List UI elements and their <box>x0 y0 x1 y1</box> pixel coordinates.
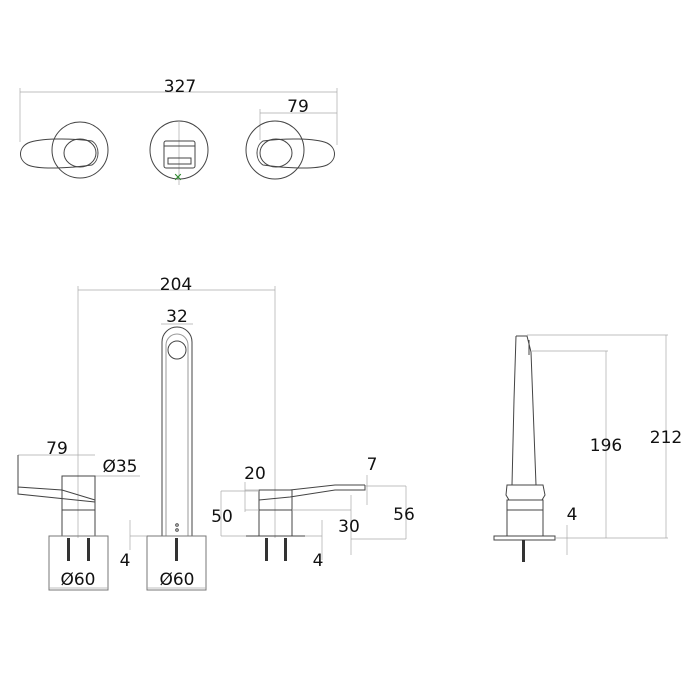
dimension-center-base-diameter: Ø60 <box>159 570 194 590</box>
side-view: 196 212 4 <box>493 334 682 562</box>
spout-top: ✕ <box>149 120 209 185</box>
dimension-left-base-thickness: 4 <box>120 551 131 571</box>
center-marker-icon: ✕ <box>173 171 182 184</box>
dimension-total-height: 212 <box>650 428 682 448</box>
right-handle-top <box>245 120 335 180</box>
left-handle-front: 79 Ø35 Ø60 4 <box>17 439 147 591</box>
dimension-overall-width: 327 <box>164 77 196 97</box>
top-view: 327 79 ✕ <box>19 77 338 185</box>
dimension-total-handle-height: 56 <box>393 505 415 525</box>
dimension-left-base-diameter: Ø60 <box>60 570 95 590</box>
dimension-lever-tip: 7 <box>367 455 378 475</box>
dimension-right-base-thickness: 4 <box>313 551 324 571</box>
dimension-handle-width: 79 <box>287 97 309 117</box>
dimension-outlet-height: 196 <box>590 436 622 456</box>
dimension-handle-height: 50 <box>211 507 233 527</box>
dimension-handle-length: 79 <box>46 439 68 459</box>
spout-front: Ø60 <box>146 326 207 591</box>
dimension-plate-thickness: 4 <box>567 505 578 525</box>
dimension-handle-diameter: Ø35 <box>102 457 137 477</box>
right-handle-front: 20 50 7 30 56 4 <box>211 455 415 571</box>
left-handle-top <box>20 121 109 179</box>
dimension-spout-width: 32 <box>166 307 188 327</box>
front-view: 204 32 Ø60 79 Ø35 Ø60 <box>17 275 415 591</box>
dimension-spout-spacing: 204 <box>160 275 192 295</box>
dimension-body-height: 30 <box>338 517 360 537</box>
dimension-lever-height: 20 <box>244 464 266 484</box>
